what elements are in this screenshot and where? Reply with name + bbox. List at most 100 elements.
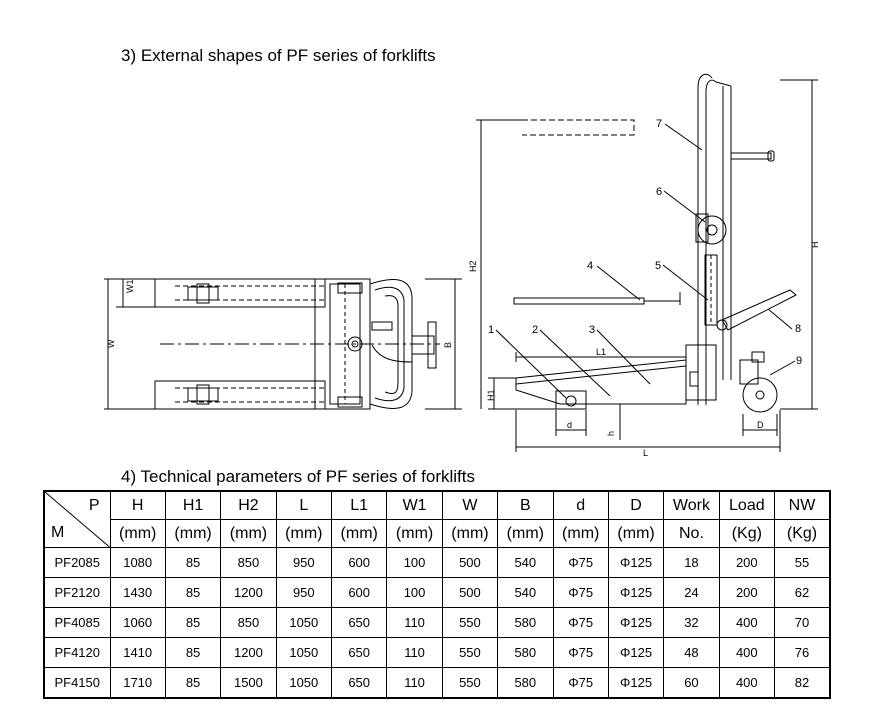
value-cell: 62: [774, 577, 831, 608]
value-cell: 1430: [109, 577, 166, 608]
value-cell: 85: [164, 547, 222, 578]
header-cell: W: [441, 490, 499, 520]
header-cell: H2: [220, 490, 277, 520]
value-cell: 85: [164, 607, 222, 638]
value-cell: 1050: [275, 667, 333, 699]
value-cell: 60: [663, 667, 720, 699]
table-corner-cell: P M: [43, 490, 111, 548]
header-cell: Load: [718, 490, 776, 520]
value-cell: 580: [497, 667, 554, 699]
unit-cell: (Kg): [774, 519, 831, 548]
value-cell: 100: [386, 577, 443, 608]
callout-4: 4: [587, 260, 593, 272]
label-h: H: [810, 242, 820, 249]
value-cell: 550: [441, 637, 499, 668]
callout-8: 8: [795, 323, 801, 335]
table-unit-row: (mm) (mm) (mm) (mm) (mm) (mm) (mm) (mm) …: [44, 519, 831, 548]
side-view: [476, 73, 818, 452]
label-l1: L1: [596, 347, 606, 357]
label-h2: H2: [468, 260, 478, 272]
unit-cell: (mm): [441, 519, 499, 548]
forklift-drawing: W1 W B H2 H H1 L1 L d D h 1 2 3 4 5 6 7 …: [104, 73, 820, 458]
callout-2: 2: [532, 324, 538, 336]
value-cell: Φ75: [552, 637, 609, 668]
header-cell: H1: [164, 490, 222, 520]
value-cell: 24: [663, 577, 720, 608]
header-cell: H: [109, 490, 166, 520]
value-cell: 18: [663, 547, 720, 578]
value-cell: Φ125: [607, 607, 665, 638]
value-cell: 85: [164, 577, 222, 608]
value-cell: 32: [663, 607, 720, 638]
value-cell: 950: [275, 577, 333, 608]
model-cell: PF4150: [43, 667, 111, 699]
corner-label-p: P: [88, 497, 100, 514]
callout-1: 1: [488, 324, 494, 336]
value-cell: 600: [330, 577, 388, 608]
value-cell: Φ125: [607, 577, 665, 608]
value-cell: 400: [718, 607, 776, 638]
header-cell: D: [607, 490, 665, 520]
value-cell: 540: [497, 547, 554, 578]
callout-7: 7: [656, 118, 662, 130]
header-cell: NW: [774, 490, 831, 520]
label-h-small: h: [606, 431, 616, 436]
top-view: [104, 278, 462, 410]
unit-cell: (mm): [386, 519, 443, 548]
value-cell: 400: [718, 637, 776, 668]
model-cell: PF2120: [43, 577, 111, 608]
unit-cell: (mm): [275, 519, 333, 548]
value-cell: Φ75: [552, 547, 609, 578]
callout-6: 6: [656, 186, 662, 198]
corner-label-m: M: [51, 524, 65, 541]
value-cell: 55: [774, 547, 831, 578]
value-cell: 1200: [220, 637, 277, 668]
unit-cell: (mm): [607, 519, 665, 548]
unit-cell: (mm): [109, 519, 166, 548]
header-cell: Work: [663, 490, 720, 520]
value-cell: 1050: [275, 637, 333, 668]
unit-cell: (mm): [330, 519, 388, 548]
header-cell: L: [275, 490, 333, 520]
model-cell: PF2085: [43, 547, 111, 578]
value-cell: 110: [386, 667, 443, 699]
callout-9: 9: [796, 355, 802, 367]
value-cell: 200: [718, 547, 776, 578]
value-cell: 550: [441, 667, 499, 699]
value-cell: 650: [330, 637, 388, 668]
model-cell: PF4120: [43, 637, 111, 668]
value-cell: 82: [774, 667, 831, 699]
value-cell: 540: [497, 577, 554, 608]
value-cell: 850: [220, 607, 277, 638]
value-cell: 85: [164, 637, 222, 668]
value-cell: 200: [718, 577, 776, 608]
value-cell: 500: [441, 577, 499, 608]
value-cell: 950: [275, 547, 333, 578]
callout-5: 5: [655, 260, 661, 272]
value-cell: 650: [330, 607, 388, 638]
table-header-row: P M H H1 H2 L L1 W1 W B d D Work Load NW: [43, 490, 831, 548]
section-4-heading: 4) Technical parameters of PF series of …: [121, 467, 475, 486]
value-cell: 100: [386, 547, 443, 578]
label-d-small: d: [567, 420, 572, 430]
label-d-large: D: [757, 420, 764, 430]
value-cell: Φ75: [552, 607, 609, 638]
model-cell: PF4085: [43, 607, 111, 638]
header-cell: W1: [386, 490, 443, 520]
value-cell: 580: [497, 607, 554, 638]
value-cell: 110: [386, 607, 443, 638]
value-cell: 110: [386, 637, 443, 668]
value-cell: 600: [330, 547, 388, 578]
unit-cell: (Kg): [718, 519, 776, 548]
label-h1: H1: [486, 389, 496, 401]
value-cell: 76: [774, 637, 831, 668]
value-cell: 1710: [109, 667, 166, 699]
header-cell: d: [552, 490, 609, 520]
value-cell: Φ125: [607, 547, 665, 578]
value-cell: 1080: [109, 547, 166, 578]
